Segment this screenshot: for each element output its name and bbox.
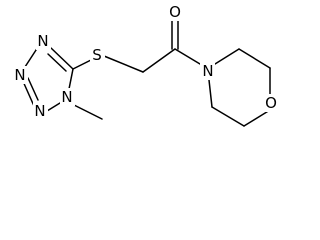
atom-n-tz4: N [37, 32, 48, 50]
bond-s-ch2 [103, 55, 144, 73]
atom-oxygen-ring: O [265, 94, 277, 112]
atom-n-tz2: N [34, 102, 45, 120]
bond-o-c-lower [243, 109, 271, 127]
bond-c-c-lower [211, 106, 245, 127]
bond-c5-n4 [50, 47, 74, 70]
molecule-structure: N N N N S O N O [13, 3, 278, 127]
bond-ch2-carbonyl [142, 48, 176, 73]
bonds [21, 18, 271, 127]
bond-c-n-lower [208, 79, 213, 108]
bond-n1-c5 [68, 68, 74, 90]
bond-n-c-upper [214, 48, 240, 65]
atom-sulfur: S [92, 46, 102, 64]
bond-c5-s [72, 59, 92, 70]
bond-n3-n2-double [27, 77, 39, 101]
atom-oxygen-carbonyl: O [169, 3, 181, 21]
atom-n-tz3: N [14, 66, 25, 84]
bond-carbonyl-n [174, 48, 201, 65]
bond-n1-methyl [71, 103, 103, 120]
atom-labels: N N N N S O N O [13, 3, 278, 120]
bond-c5-n4-double [47, 53, 67, 72]
bond-c-c-upper [238, 48, 271, 69]
bond-n2-n1 [46, 102, 61, 112]
atom-n-tz1: N [61, 88, 72, 106]
atom-n-amide: N [202, 62, 213, 80]
